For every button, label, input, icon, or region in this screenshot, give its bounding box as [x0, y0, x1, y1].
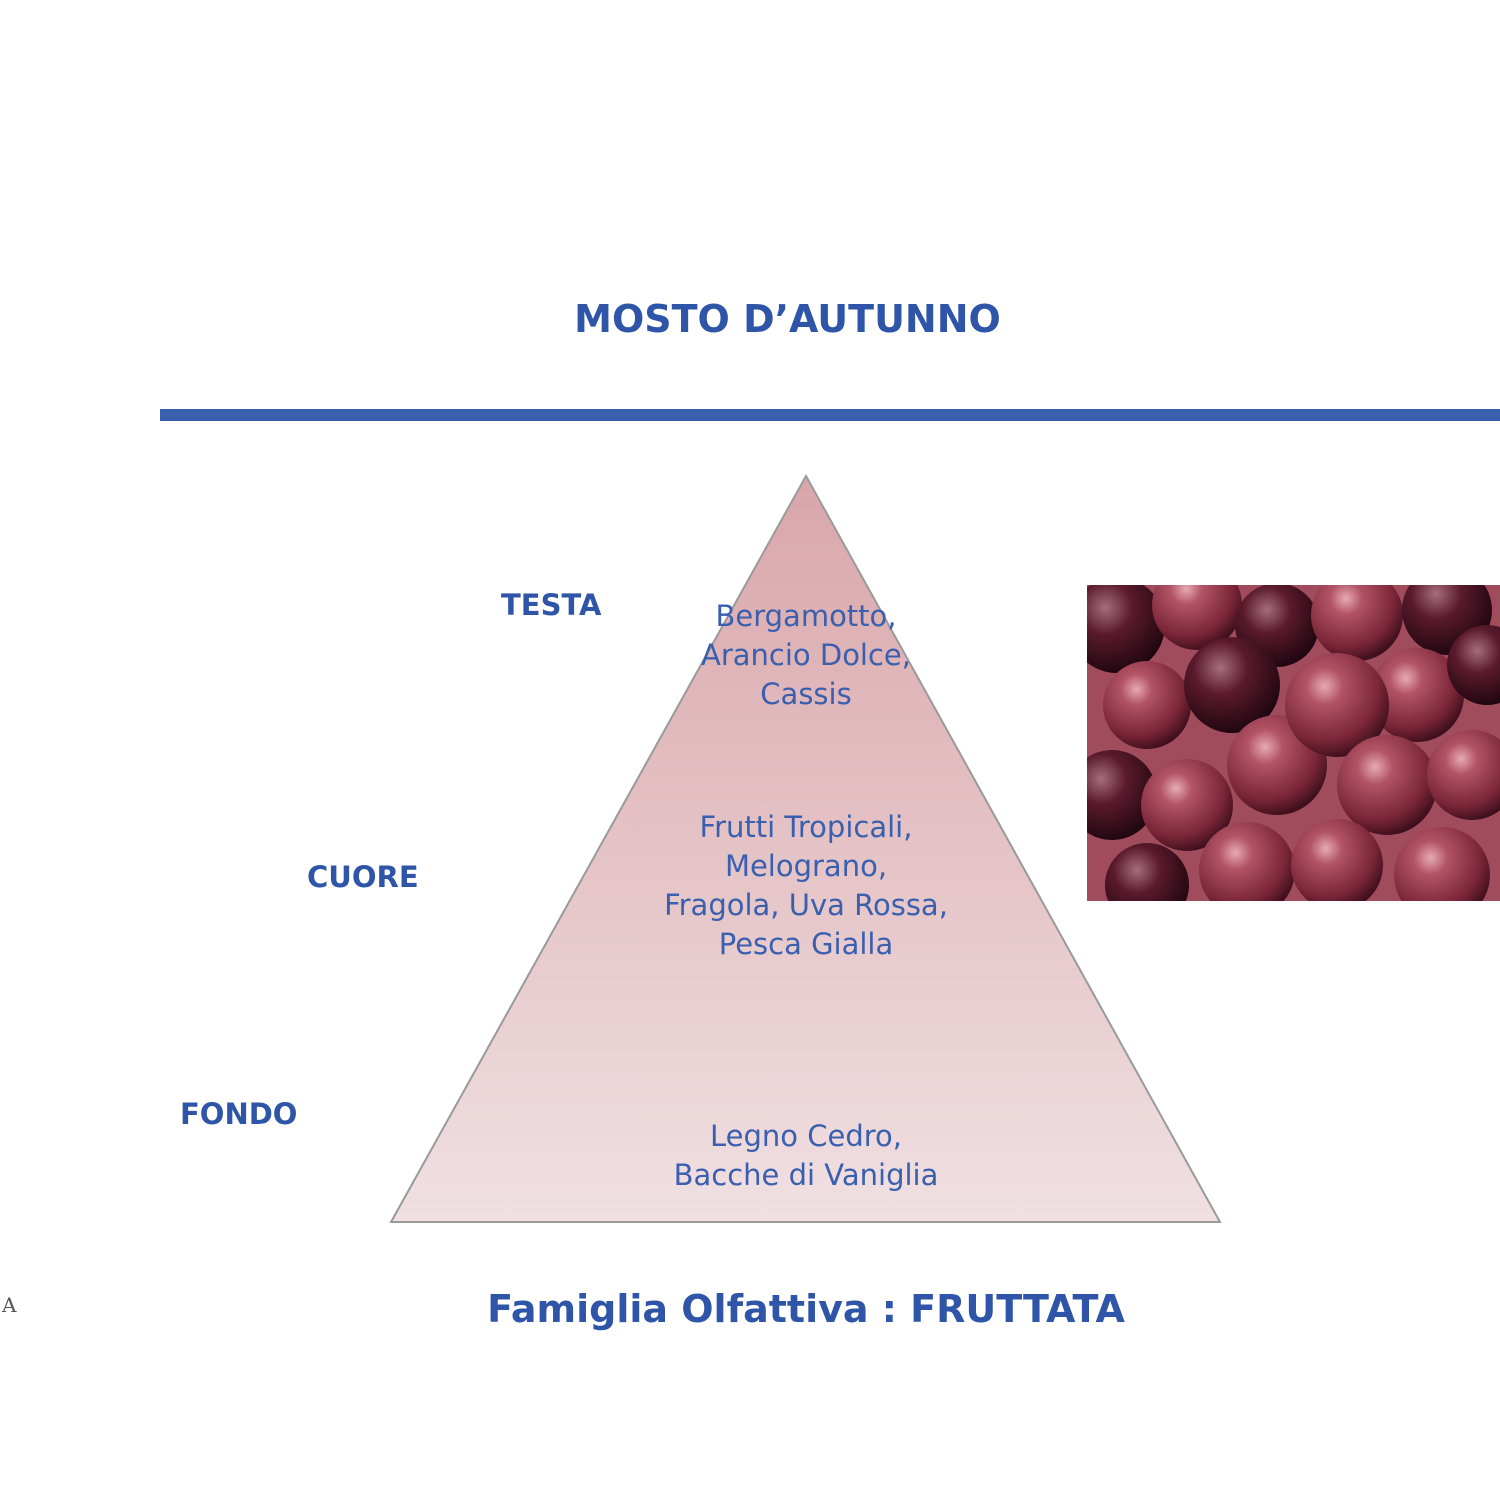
pyramid-shape	[389, 473, 1222, 1223]
page-title: MOSTO D’AUTUNNO	[574, 297, 1001, 341]
notes-cuore: Frutti Tropicali, Melograno, Fragola, Uv…	[664, 810, 948, 961]
grapes-photo	[1087, 585, 1500, 901]
level-label-fondo: FONDO	[180, 1097, 298, 1131]
level-label-cuore: CUORE	[307, 860, 419, 894]
title-divider	[160, 409, 1500, 421]
edge-mark: A	[2, 1293, 17, 1317]
olfactory-family: Famiglia Olfattiva : FRUTTATA	[487, 1287, 1125, 1331]
level-label-testa: TESTA	[501, 588, 602, 622]
notes-fondo: Legno Cedro, Bacche di Vaniglia	[673, 1119, 939, 1192]
notes-testa: Bergamotto, Arancio Dolce, Cassis	[700, 599, 911, 711]
